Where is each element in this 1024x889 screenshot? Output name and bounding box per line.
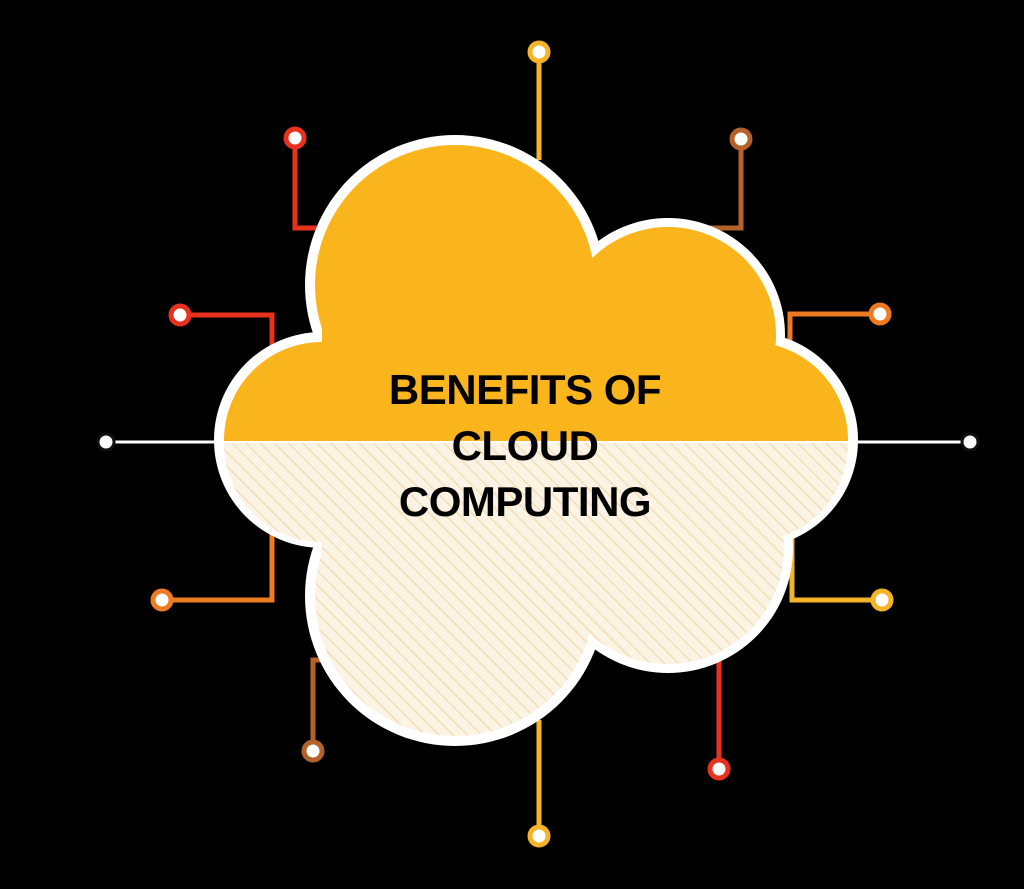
- connector-lower-left: [150, 520, 275, 612]
- title-line-1: BENEFITS OF: [388, 366, 662, 413]
- cloud-bottom: [224, 442, 848, 736]
- connector-node-bottom: [527, 824, 551, 848]
- connector-lower-right: [789, 520, 894, 612]
- connector-node-upper-left: [283, 126, 307, 150]
- connector-upper-right: [700, 127, 753, 231]
- connector-node-mid-left: [168, 303, 192, 327]
- title-line-3: COMPUTING: [398, 478, 652, 525]
- connector-node-top: [527, 40, 551, 64]
- connector-node-bottom-right: [707, 757, 731, 781]
- connector-node-upper-right: [729, 127, 753, 151]
- title-line-2: CLOUD: [451, 422, 599, 469]
- connector-node-mid-right: [868, 302, 892, 326]
- cloud-top: [224, 145, 848, 442]
- connector-node-bottom-left: [301, 739, 325, 763]
- connector-node-right: [960, 432, 980, 452]
- connector-bottom: [527, 720, 551, 848]
- connector-node-lower-right: [870, 588, 894, 612]
- connector-top: [527, 40, 551, 160]
- connector-mid-left: [168, 303, 275, 360]
- connector-node-lower-left: [150, 588, 174, 612]
- diagram-title: BENEFITS OF CLOUD COMPUTING: [330, 362, 720, 530]
- connector-left: [96, 432, 230, 452]
- connector-bottom-right: [680, 657, 731, 781]
- connector-node-left: [96, 432, 116, 452]
